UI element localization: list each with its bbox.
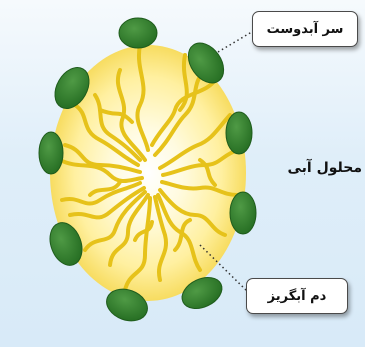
callout-head: سر آبدوست — [252, 11, 358, 47]
head-right-lower — [230, 192, 256, 234]
label-tail: دم آبگریز — [268, 289, 327, 304]
label-solution: محلول آبی — [272, 160, 362, 176]
solution-text: محلول آبی — [288, 160, 363, 176]
callout-tail: دم آبگریز — [246, 278, 348, 314]
head-left-upper — [39, 132, 63, 174]
head-right-upper — [226, 112, 252, 154]
head-top — [119, 18, 157, 48]
label-head: سر آبدوست — [267, 22, 344, 37]
